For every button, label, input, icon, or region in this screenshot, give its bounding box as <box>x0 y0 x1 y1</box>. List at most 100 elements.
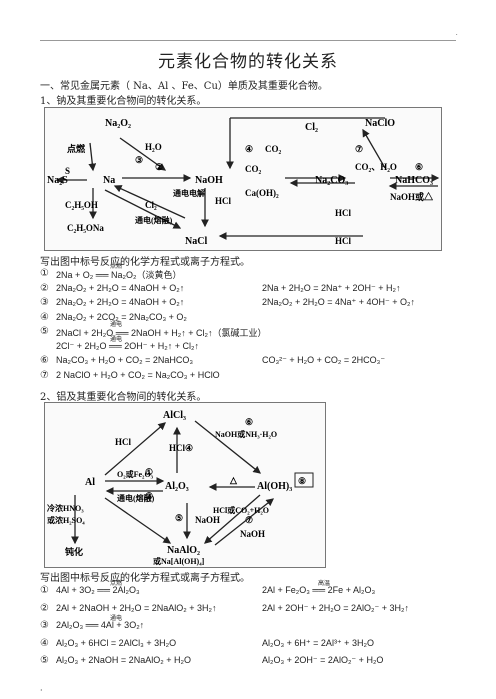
equation-number: ② <box>40 602 49 614</box>
circle-a3: ③ <box>145 491 153 501</box>
circle-a1: ① <box>145 467 153 477</box>
label-cold-conc-acid: 冷浓HNO₃ <box>47 503 84 513</box>
equation-ionic: Al₂O₃ + 2OH⁻ = 2AlO₂⁻ + H₂O <box>262 655 384 665</box>
equation-number: ⑤ <box>40 326 49 337</box>
node-naalo2: NaAlO₂ <box>167 545 200 556</box>
equation-number: ③ <box>40 620 49 631</box>
node-nacl: NaCl <box>185 236 207 247</box>
circle-a8: ⑧ <box>298 476 306 486</box>
label-naoh-a2: NaOH <box>240 529 265 539</box>
circle-a5: ⑤ <box>175 513 183 523</box>
equation-molecular: 2Na₂O₂ + 2H₂O = 4NaOH + O₂↑ <box>56 297 185 307</box>
equation-number: ④ <box>40 311 49 323</box>
node-naoh: NaOH <box>195 175 223 186</box>
node-naaloh4: 或Na[Al(OH)₄] <box>153 556 205 566</box>
subsection-heading-na: 1、钠及其重要化合物间的转化关系。 <box>40 96 207 107</box>
prompt-na: 写出图中标号反应的化学方程式或离子方程式。 <box>40 257 250 268</box>
reaction-condition: 通电 <box>110 322 123 328</box>
reaction-condition: 通电 <box>110 336 123 343</box>
node-alcl3: AlCl₃ <box>163 410 186 421</box>
label-o2-fe2o3: O₂或Fe₂O₃ <box>117 469 154 479</box>
aluminium-conversion-diagram: AlCl₃ HCl HCl NaOH或NH₃·H₂O Al O₂或Fe₂O₃ 通… <box>44 402 326 568</box>
equation-molecular: 2Cl⁻ + 2H₂O ══ 2OH⁻ + H₂↑ + Cl₂↑ <box>56 340 200 351</box>
circle-2: ② <box>155 162 163 172</box>
equation-number: ① <box>40 585 49 596</box>
equation-molecular: 2Na₂O₂ + 2H₂O = 4NaOH + O₂↑ <box>56 282 185 293</box>
label-heat: △ <box>229 475 238 485</box>
equation-molecular: Na₂CO₃ + H₂O + CO₂ = 2NaHCO₃ <box>56 355 194 365</box>
circle-4: ④ <box>245 144 253 154</box>
equation-number: ⑥ <box>40 355 49 366</box>
label-naoh-nh3: NaOH或NH₃·H₂O <box>215 429 277 439</box>
node-na2s: Na₂S <box>47 175 68 186</box>
equation-ionic: 2Al + Fe₂O₃ ══ 2Fe + Al₂O₃ <box>262 585 376 595</box>
equation-molecular: Al₂O₃ + 6HCl = 2AlCl₃ + 3H₂O <box>56 637 177 648</box>
label-electro-melt-al: 通电(熔融) <box>117 493 155 503</box>
equation-molecular: 4Al + 3O₂ ══ 2Al₂O₃ <box>56 585 140 595</box>
node-na2o2: Na₂O₂ <box>105 118 131 129</box>
page-title: 元素化合物的转化关系 <box>158 52 338 72</box>
corner-mark: · <box>455 30 458 39</box>
section-heading: 一、常见金属元素（ Na、Al 、Fe、Cu）单质及其重要化合物。 <box>40 81 328 92</box>
equation-molecular: 2Al₂O₃ ══ 4Al + 3O₂↑ <box>56 620 145 630</box>
label-s: S <box>65 166 70 176</box>
label-electrolysis-melt: 通电(熔融) <box>135 215 173 225</box>
label-hcl-a2: HCl <box>169 443 186 453</box>
node-na: Na <box>103 175 115 186</box>
equation-molecular: 2NaCl + 2H₂O ══ 2NaOH + H₂↑ + Cl₂↑（氯碱工业） <box>56 328 267 338</box>
label-naoh-a1: NaOH <box>195 515 220 525</box>
equation-molecular: 2Na₂O₂ + 2CO₂ = 2Na₂CO₃ + O₂ <box>56 311 187 322</box>
label-h2o-1: H₂O <box>145 142 162 152</box>
prompt-al: 写出图中标号反应的化学方程式或离子方程式。 <box>40 573 250 584</box>
label-hcl-1: HCl <box>215 196 232 206</box>
equation-molecular: 2Na + O₂ ══ Na₂O₂（淡黄色） <box>56 270 182 280</box>
node-passivation: 钝化 <box>64 546 83 557</box>
label-caoh2: Ca(OH)₂ <box>245 188 279 198</box>
label-hcl-a1: HCl <box>115 437 132 447</box>
circle-a7: ⑦ <box>245 515 253 525</box>
label-conc-h2so4: 或浓H₂SO₄ <box>47 515 85 525</box>
equation-number: ③ <box>40 297 49 308</box>
equation-molecular: Al₂O₃ + 2NaOH = 2NaAlO₂ + H₂O <box>56 655 191 665</box>
label-hcl-co2: HCl或CO₂+H₂O <box>213 505 269 515</box>
equation-ionic: 2Al + 2OH⁻ + 2H₂O = 2AlO₂⁻ + 3H₂↑ <box>262 602 410 613</box>
node-nahco3: NaHCO₃ <box>395 175 433 186</box>
subsection-heading-al: 2、铝及其重要化合物间的转化关系。 <box>40 392 207 403</box>
label-co2-h2o: CO₂、H₂O <box>355 162 397 172</box>
reaction-condition: 通电 <box>110 616 123 622</box>
reaction-condition: 高温 <box>318 581 331 587</box>
equation-ionic: Al₂O₃ + 6H⁺ = 2Al³⁺ + 3H₂O <box>262 637 374 648</box>
equation-number: ⑦ <box>40 369 49 381</box>
label-co2-1: CO₂ <box>245 164 262 174</box>
label-cl2-2: Cl₂ <box>145 200 157 210</box>
label-hcl-2: HCl <box>335 208 352 218</box>
circle-3: ③ <box>135 155 143 165</box>
circle-a4: ④ <box>185 443 193 453</box>
sodium-conversion-diagram: Na₂O₂ NaClO Cl₂ H₂O Na₂S S 点燃 Na NaOH CO… <box>44 107 442 251</box>
node-c2h5oh: C₂H₅OH <box>65 200 98 210</box>
label-cl2-top: Cl₂ <box>305 122 318 133</box>
equation-number: ② <box>40 282 49 294</box>
equation-molecular: 2 NaClO + H₂O + CO₂ = Na₂CO₃ + HClO <box>56 369 220 380</box>
reaction-condition: 点燃 <box>110 264 123 270</box>
label-ignite: 点燃 <box>67 143 86 154</box>
node-al: Al <box>85 477 95 488</box>
node-aloh3: Al(OH)₃ <box>257 481 292 492</box>
reaction-condition: 点燃 <box>110 581 123 587</box>
label-hcl-3: HCl <box>335 236 352 246</box>
node-na2co3: Na₂CO₃ <box>315 175 348 186</box>
equation-ionic: 2Na₂O₂ + 2H₂O = 4Na⁺ + 4OH⁻ + O₂↑ <box>262 297 416 307</box>
node-c2h5ona: C₂H₅ONa <box>67 223 104 233</box>
equation-number: ⑤ <box>40 655 49 666</box>
node-naclo: NaClO <box>365 118 395 129</box>
equation-number: ④ <box>40 637 49 649</box>
equation-molecular: 2Al + 2NaOH + 2H₂O = 2NaAlO₂ + 3H₂↑ <box>56 602 217 613</box>
label-electrolysis: 通电电解 <box>173 188 205 198</box>
equation-ionic: 2Na + 2H₂O = 2Na⁺ + 2OH⁻ + H₂↑ <box>262 282 401 293</box>
header-rule <box>40 40 456 41</box>
node-al2o3: Al₂O₃ <box>165 481 189 492</box>
circle-6: ⑥ <box>415 162 423 172</box>
label-co2-2: CO₂ <box>265 144 282 154</box>
label-naoh-heat: NaOH或△ <box>390 191 434 202</box>
equation-number: ① <box>40 268 49 279</box>
